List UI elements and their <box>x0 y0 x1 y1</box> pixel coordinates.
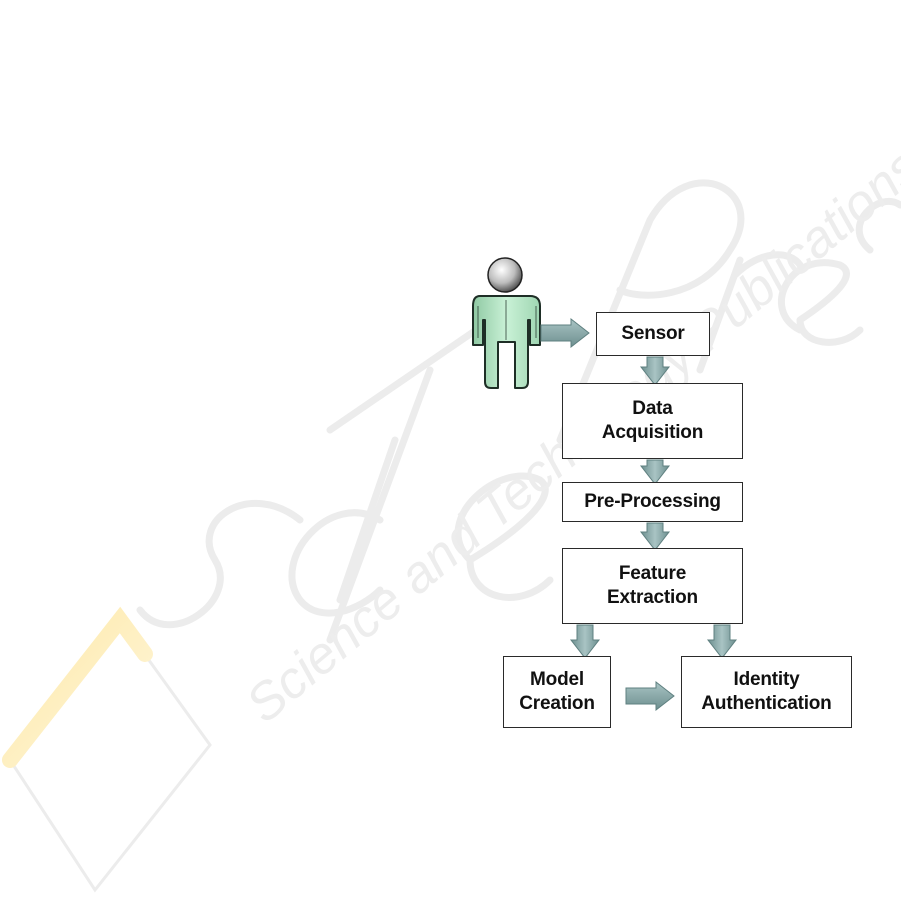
node-data-acquisition-line-1: Data <box>632 397 672 421</box>
arrow-pre_processing-to-feature_extraction <box>641 523 669 550</box>
node-model-creation-line-2: Creation <box>519 692 594 716</box>
node-identity-authentication-line-1: Identity <box>734 668 800 692</box>
user-figure-icon <box>473 258 540 388</box>
node-data-acquisition: Data Acquisition <box>562 383 743 459</box>
node-feature-extraction: Feature Extraction <box>562 548 743 624</box>
arrow-model_creation-to-identity_authentication <box>626 682 674 710</box>
arrow-data_acquisition-to-pre_processing <box>641 460 669 484</box>
arrow-user-to-sensor <box>541 319 589 347</box>
node-feature-extraction-line-1: Feature <box>619 562 686 586</box>
arrow-feature_extraction-to-identity_authentication <box>708 625 736 658</box>
node-pre-processing: Pre-Processing <box>562 482 743 522</box>
node-sensor-line-1: Sensor <box>621 322 684 346</box>
arrow-sensor-to-data_acquisition <box>641 357 669 385</box>
node-feature-extraction-line-2: Extraction <box>607 586 698 610</box>
arrow-feature_extraction-to-model_creation <box>571 625 599 658</box>
node-model-creation: Model Creation <box>503 656 611 728</box>
node-identity-authentication-line-2: Authentication <box>701 692 831 716</box>
node-identity-authentication: Identity Authentication <box>681 656 852 728</box>
node-model-creation-line-1: Model <box>530 668 584 692</box>
node-sensor: Sensor <box>596 312 710 356</box>
node-data-acquisition-line-2: Acquisition <box>602 421 703 445</box>
node-pre-processing-line-1: Pre-Processing <box>584 490 721 514</box>
